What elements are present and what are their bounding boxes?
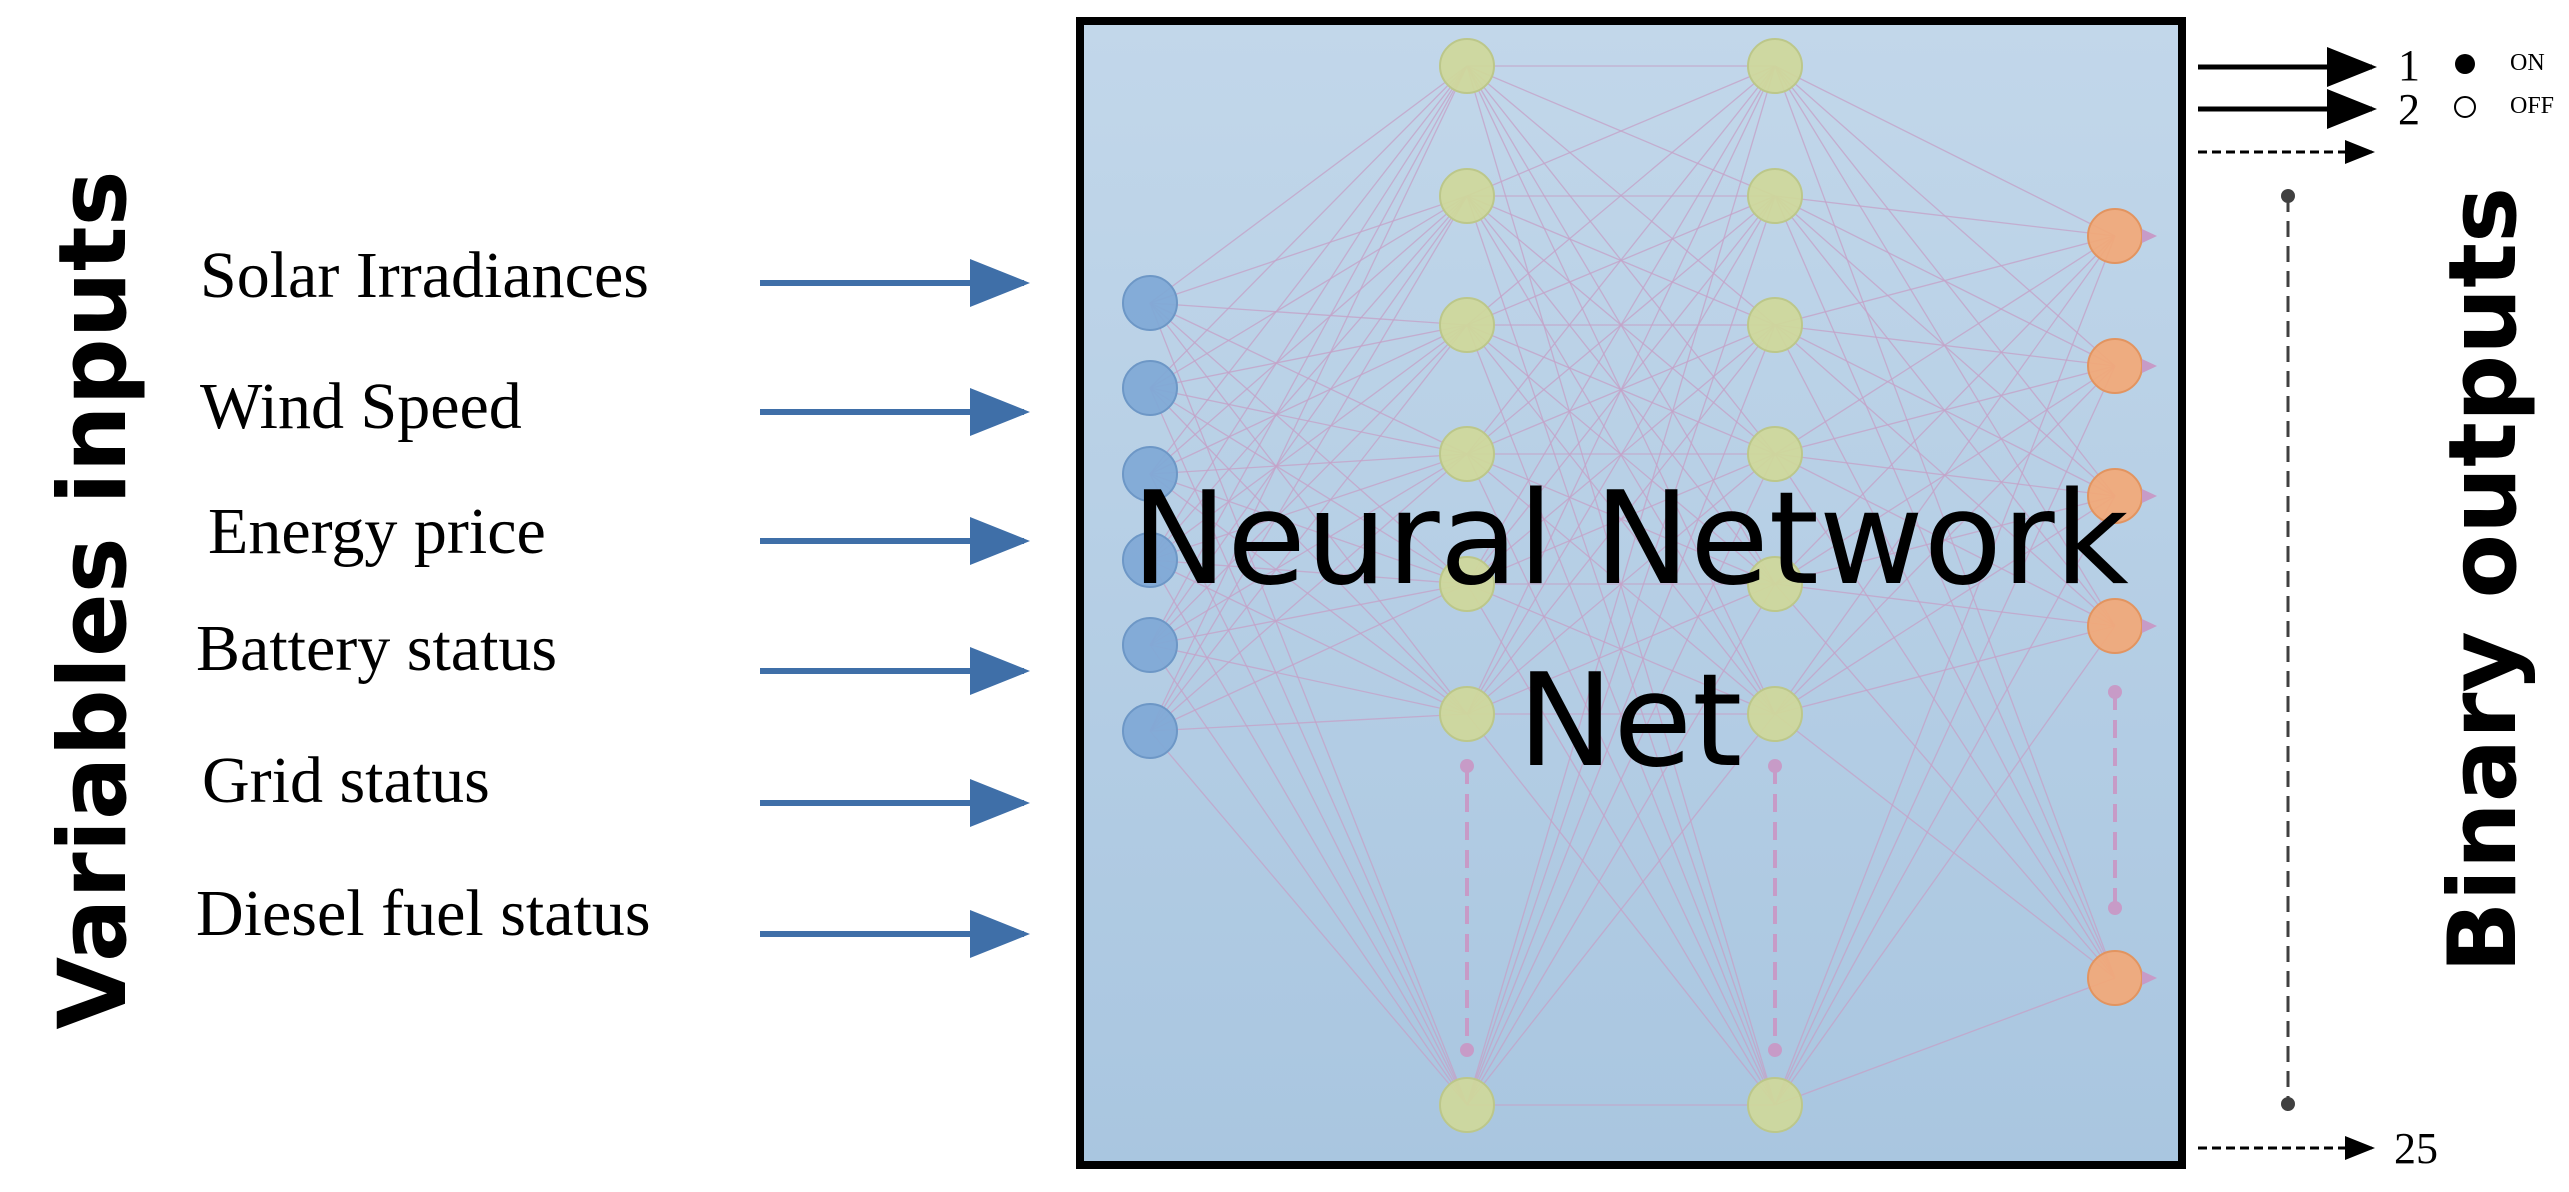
output-node bbox=[2087, 950, 2143, 1006]
output-node bbox=[2087, 208, 2143, 264]
output-node-arrow-icon bbox=[2142, 489, 2157, 503]
input-label-energy-price: Energy price bbox=[208, 495, 546, 568]
ellipsis-dot-icon bbox=[1768, 1043, 1782, 1057]
ellipsis-dot-icon bbox=[2108, 901, 2122, 915]
hidden1-node bbox=[1439, 38, 1495, 94]
hidden2-node bbox=[1747, 556, 1803, 612]
on-indicator-icon bbox=[2455, 54, 2475, 74]
output-node bbox=[2087, 338, 2143, 394]
right-title: Binary outputs bbox=[2429, 187, 2538, 973]
output-node-arrow-icon bbox=[2142, 619, 2157, 633]
input-label-solar: Solar Irradiances bbox=[200, 239, 649, 312]
input-label-battery: Battery status bbox=[196, 612, 557, 685]
legend-off-label: OFF bbox=[2510, 93, 2554, 119]
hidden2-node bbox=[1747, 1077, 1803, 1133]
hidden1-node bbox=[1439, 1077, 1495, 1133]
output-node-arrow-icon bbox=[2142, 359, 2157, 373]
ellipsis-dot-icon bbox=[1768, 759, 1782, 773]
outputs-range-bracket bbox=[2281, 189, 2295, 1111]
output-node-arrow-icon bbox=[2142, 971, 2157, 985]
input-node bbox=[1122, 703, 1178, 759]
bracket-top-dot-icon bbox=[2281, 189, 2295, 203]
input-node bbox=[1122, 532, 1178, 588]
network-nodes bbox=[1122, 38, 2157, 1133]
left-title: Variables inputs bbox=[39, 170, 148, 1029]
network-connections bbox=[1149, 65, 2116, 1106]
hidden1-node bbox=[1439, 686, 1495, 742]
network-label-line2: Net bbox=[1518, 647, 1743, 796]
hidden1-node bbox=[1439, 556, 1495, 612]
input-labels: Solar Irradiances Wind Speed Energy pric… bbox=[196, 239, 651, 950]
ellipsis-dot-icon bbox=[2108, 685, 2122, 699]
hidden2-node bbox=[1747, 426, 1803, 482]
legend-on-label: ON bbox=[2510, 50, 2545, 76]
output-index-1: 1 bbox=[2398, 41, 2420, 90]
hidden1-node bbox=[1439, 168, 1495, 224]
hidden2-node bbox=[1747, 297, 1803, 353]
hidden2-node bbox=[1747, 38, 1803, 94]
ellipsis-dot-icon bbox=[1460, 759, 1474, 773]
hidden1-node bbox=[1439, 297, 1495, 353]
input-node bbox=[1122, 275, 1178, 331]
input-label-grid: Grid status bbox=[202, 744, 490, 817]
output-node-arrow-icon bbox=[2142, 229, 2157, 243]
hidden2-node bbox=[1747, 686, 1803, 742]
output-arrows bbox=[2198, 47, 2377, 1160]
input-arrows bbox=[760, 259, 1030, 958]
ellipsis-dot-icon bbox=[1460, 1043, 1474, 1057]
input-label-wind: Wind Speed bbox=[200, 370, 522, 443]
input-node bbox=[1122, 617, 1178, 673]
output-index-25: 25 bbox=[2394, 1124, 2438, 1173]
layer-ellipsis bbox=[1460, 685, 2122, 1057]
network-label-line1: Neural Network bbox=[1131, 465, 2128, 614]
hidden2-node bbox=[1747, 168, 1803, 224]
output-index-2: 2 bbox=[2398, 85, 2420, 134]
input-label-diesel: Diesel fuel status bbox=[196, 877, 651, 950]
network-panel bbox=[1076, 17, 2186, 1169]
bracket-bottom-dot-icon bbox=[2281, 1097, 2295, 1111]
hidden1-node bbox=[1439, 426, 1495, 482]
input-node bbox=[1122, 446, 1178, 502]
input-node bbox=[1122, 360, 1178, 416]
off-indicator-icon bbox=[2454, 96, 2476, 118]
